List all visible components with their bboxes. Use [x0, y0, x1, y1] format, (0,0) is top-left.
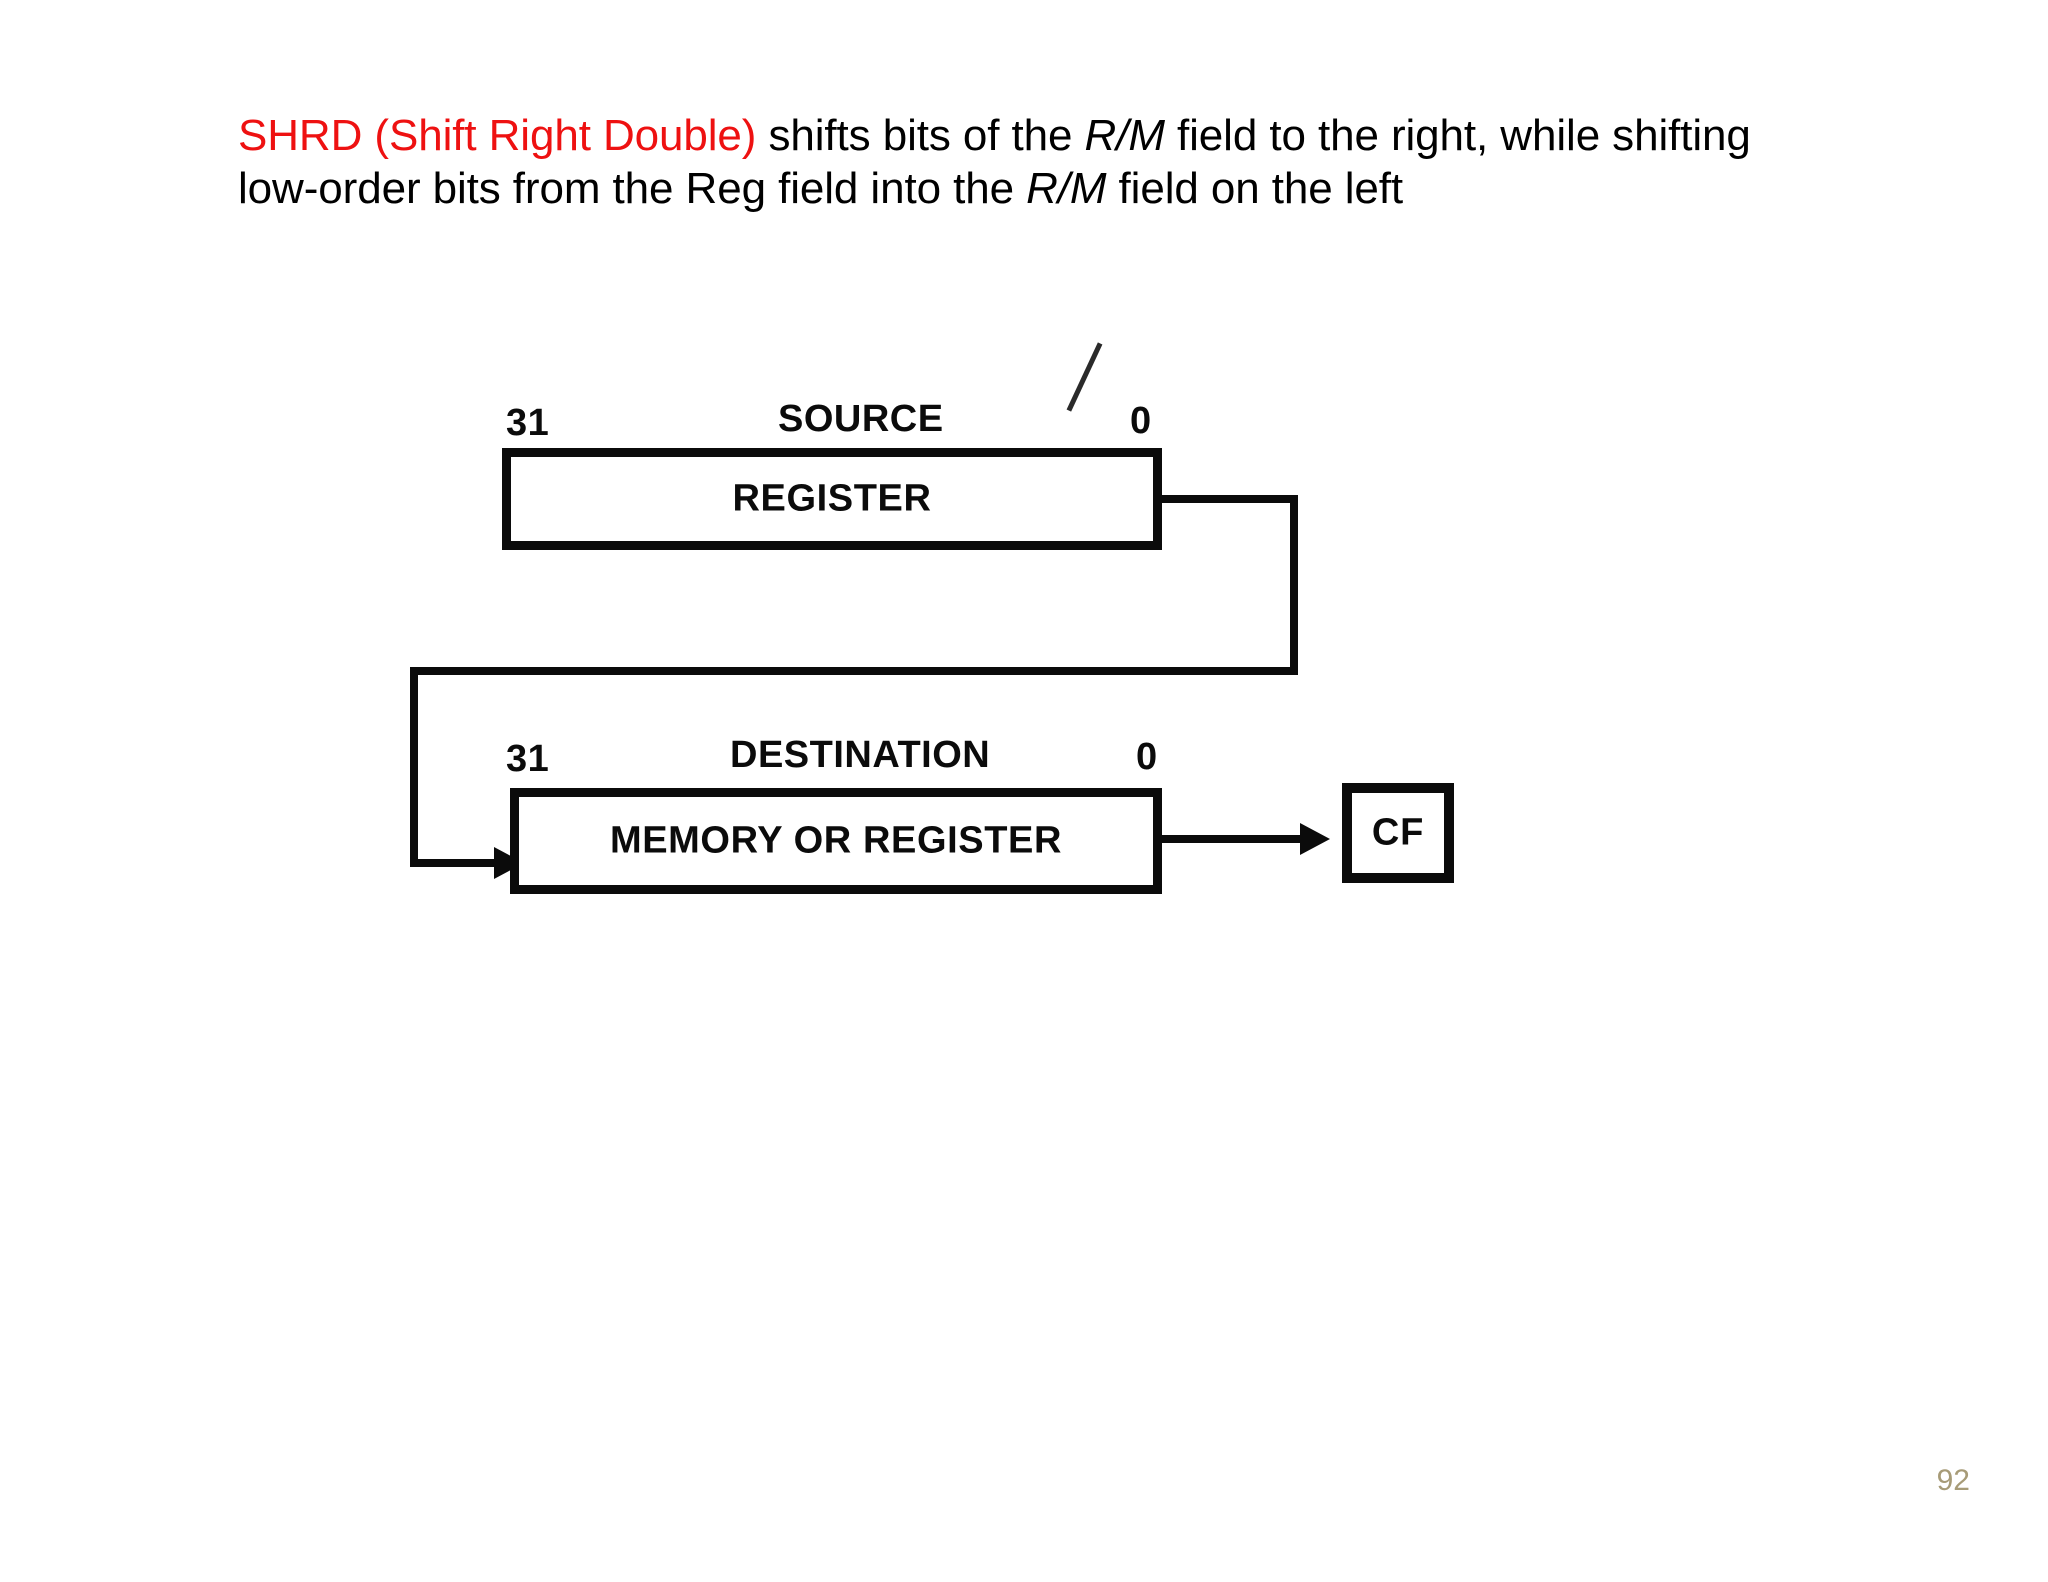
emphasis-rm-1: R/M [1084, 111, 1165, 160]
destination-memory-or-register-box: MEMORY OR REGISTER [510, 788, 1162, 894]
page-number: 92 [1936, 1464, 1970, 1497]
source-msb-label: 31 [506, 402, 550, 444]
feedback-wire-left-down [410, 667, 418, 867]
carry-flag-label: CF [1371, 811, 1425, 854]
feedback-wire-into-destination [410, 859, 502, 867]
slide-body-text: SHRD (Shift Right Double) shifts bits of… [238, 110, 1798, 216]
emphasis-rm-2: R/M [1026, 163, 1107, 213]
body-segment-1: shifts bits of the [756, 111, 1085, 160]
source-lsb-label: 0 [1130, 400, 1152, 442]
source-title-label: SOURCE [778, 398, 944, 440]
diagonal-pen-mark-icon [1066, 342, 1103, 412]
destination-msb-label: 31 [506, 738, 550, 780]
source-out-wire-right [1156, 495, 1298, 503]
shrd-operation-diagram: 31 SOURCE 0 REGISTER 31 DESTINATION 0 ME… [400, 342, 1880, 894]
instruction-name-highlight: SHRD (Shift Right Double) [238, 111, 757, 160]
carry-flag-arrowhead [1300, 823, 1330, 855]
source-register-box-label: REGISTER [732, 477, 932, 520]
feedback-wire-down [1290, 495, 1298, 675]
carry-flag-box: CF [1342, 783, 1454, 883]
carry-out-wire [1160, 835, 1310, 843]
destination-lsb-label: 0 [1136, 736, 1158, 778]
destination-box-label: MEMORY OR REGISTER [609, 819, 1063, 862]
destination-title-label: DESTINATION [730, 734, 991, 776]
body-segment-3: field on the left [1106, 163, 1404, 213]
feedback-wire-across [410, 667, 1296, 675]
body-segment-2: field to the right, while shifting low-o… [238, 111, 1751, 213]
source-register-box: REGISTER [502, 448, 1162, 550]
